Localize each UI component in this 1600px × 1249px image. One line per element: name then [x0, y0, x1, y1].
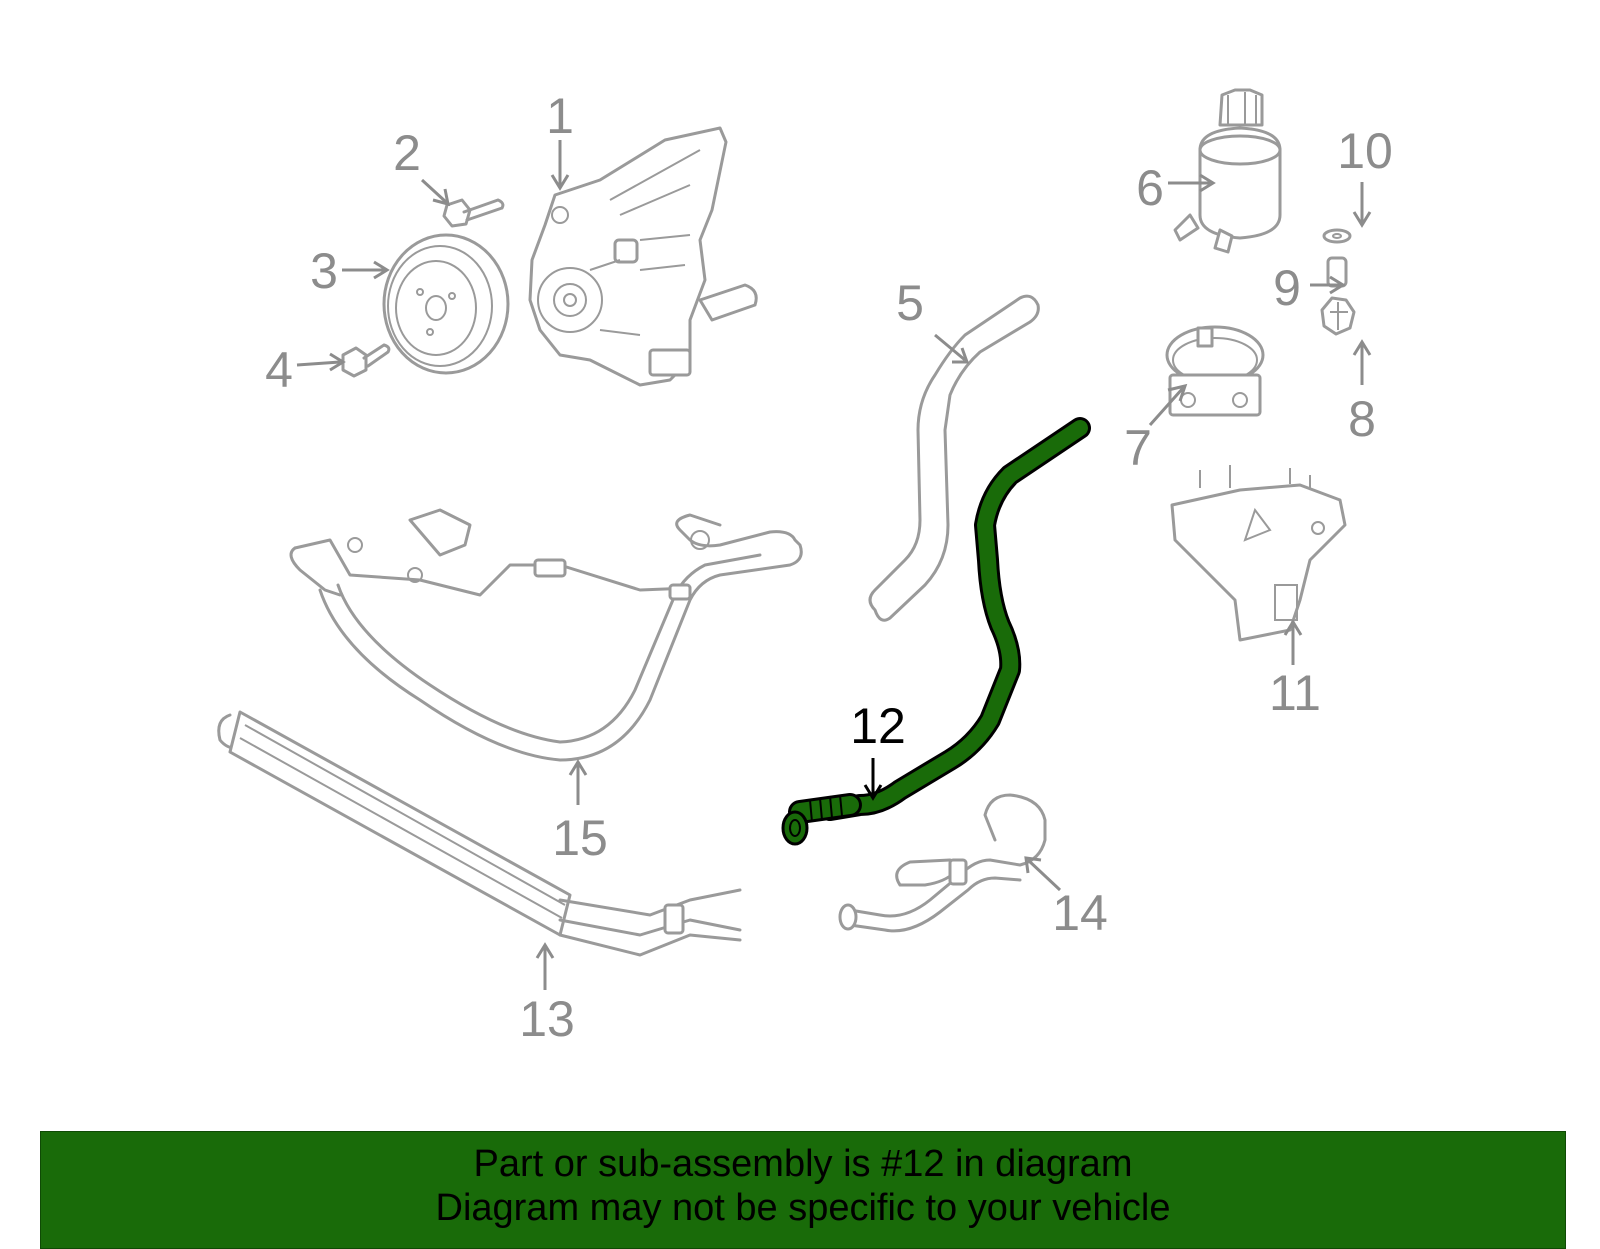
callout-13: 13 [519, 991, 575, 1047]
callout-3: 3 [310, 243, 338, 299]
part-15-line[interactable] [289, 508, 803, 762]
callout-11: 11 [1269, 665, 1321, 721]
part-5-hose[interactable] [868, 294, 1040, 622]
callout-12: 12 [850, 698, 906, 754]
part-8-nut[interactable] [1320, 296, 1356, 336]
callout-1: 1 [546, 88, 574, 144]
part-12-hose-highlighted[interactable] [781, 417, 1091, 846]
part-14-hose[interactable] [838, 793, 1047, 933]
part-4-bolt[interactable] [341, 343, 391, 378]
part-11-mount[interactable] [1170, 465, 1347, 642]
callout-9: 9 [1273, 260, 1301, 316]
part-6-reservoir[interactable] [1173, 88, 1282, 254]
parts-diagram: 1 2 3 4 5 6 10 9 8 7 11 12 13 14 15 [217, 88, 1393, 1047]
part-10-washer[interactable] [1322, 228, 1352, 244]
part-info-banner: Part or sub-assembly is #12 in diagram D… [40, 1131, 1566, 1249]
callout-2: 2 [393, 125, 421, 181]
callout-8: 8 [1348, 391, 1376, 447]
callout-labels: 1 2 3 4 5 6 10 9 8 7 11 12 13 14 15 [265, 88, 1393, 1047]
part-1-pump[interactable] [528, 126, 758, 387]
part-7-bracket[interactable] [1165, 325, 1265, 417]
callout-6: 6 [1136, 160, 1164, 216]
leader-lines [296, 140, 1372, 990]
callout-10: 10 [1337, 123, 1393, 179]
callout-7: 7 [1124, 420, 1152, 476]
banner-line-1: Part or sub-assembly is #12 in diagram [473, 1143, 1133, 1185]
part-2-bolt[interactable] [442, 198, 505, 228]
part-3-pulley[interactable] [382, 233, 510, 375]
callout-5: 5 [896, 275, 924, 331]
banner-line-2: Diagram may not be specific to your vehi… [435, 1187, 1171, 1229]
part-13-cooler[interactable] [217, 710, 742, 957]
callout-4: 4 [265, 342, 293, 398]
callout-15: 15 [552, 810, 608, 866]
callout-14: 14 [1052, 885, 1108, 941]
